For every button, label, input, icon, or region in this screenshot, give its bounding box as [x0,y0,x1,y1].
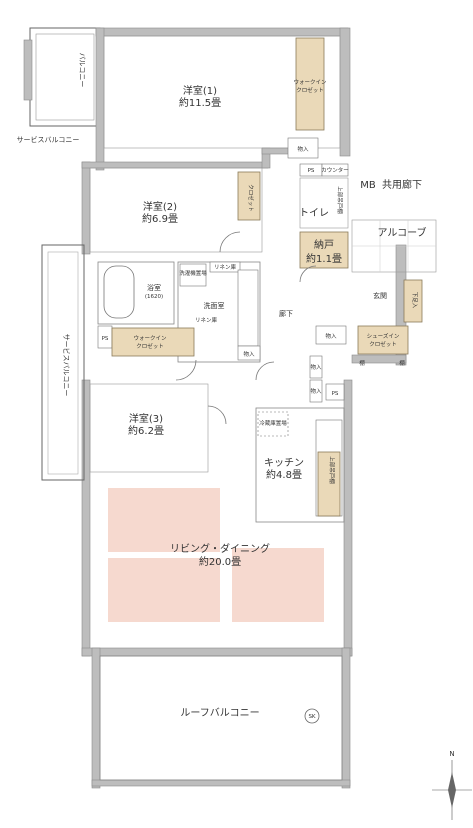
bath-size: (1620) [145,294,163,300]
toilet-label: トイレ [299,208,329,219]
service-balcony-side-label: サービスバルコニー [62,334,71,397]
sk-marker [304,708,320,724]
bedroom3-room [89,383,209,473]
washroom-label: 洗面室 [204,301,225,310]
alcove-label: アルコーブ [377,226,426,239]
balcony-outline [29,27,101,127]
mono-4-label: 物入 [310,363,322,371]
corridor-label: 廊下 [279,309,293,318]
mono-3-label: 物入 [325,332,337,340]
mono-1-box [287,137,319,159]
shoes-in-line1: シューズイン [367,332,400,340]
mono-1-label: 物入 [297,145,309,153]
shared-corridor-label: 共用廊下 [382,178,422,191]
walkin2-line1: ウォークイン [133,334,167,342]
shelf-2-label: 棚 [399,359,405,367]
walkin-closet-2 [111,327,195,357]
kitchen-shelf [317,451,341,517]
shelf-1-label: 棚 [359,359,365,367]
bedroom2-name: 洋室(2) [143,200,177,213]
bath-name: 浴室 [147,283,161,292]
alcove-tiles [352,220,436,272]
ldk-name: リビング・ダイニング [170,542,270,555]
roof-balcony-area [99,655,343,781]
kitchen-size: 約4.8畳 [266,468,302,481]
bedroom3-name: 洋室(3) [129,412,163,425]
ps-2-label: PS [102,336,109,342]
bedroom1-room [103,35,341,149]
mono-2-label: 物入 [243,350,255,358]
walkin1-line1: ウォークイン [293,78,327,86]
linen-1-label: リネン庫 [214,263,237,271]
closet-b2-label: クロゼット [247,184,255,212]
doors [175,231,317,425]
balcony-label: バルコニー [78,53,86,88]
rug-1 [108,488,220,552]
ps-3-label: PS [332,391,339,397]
shoes-in-closet [357,325,409,355]
entrance-label: 玄関 [373,291,387,300]
bath-room [97,261,175,325]
storage-room [299,231,349,269]
bedroom2-room [89,167,263,253]
washer-label: 洗濯機置場 [179,269,207,277]
walkin2-line2: クロゼット [136,342,164,350]
fridge-space [257,411,289,437]
shoe-box [403,279,423,323]
rug-2 [108,558,220,622]
outer-walls [81,27,407,789]
upper-shelf-1: 上部吊戸棚 [336,186,344,214]
walkin-closet-1 [295,37,325,131]
service-balcony-top-label: サービスバルコニー [17,135,80,144]
linen-2-label: リネン庫 [195,316,218,324]
compass-north: N [449,750,454,758]
closet-bedroom2 [237,171,261,221]
upper-shelf-2: 上部吊戸棚 [328,456,336,484]
bedroom2-size: 約6.9畳 [142,212,178,225]
shoes-in-line2: クロゼット [369,340,397,348]
washer-space [179,263,207,287]
mb-label: MB [360,180,376,191]
fridge-label: 冷蔵庫置場 [259,419,287,427]
toilet-room [299,177,349,229]
sk-label: SK [308,714,315,720]
rug-3 [232,548,324,622]
balcony-area [23,27,101,127]
shoe-box-label: 下足入 [411,292,418,309]
bedroom1-size: 約11.5畳 [179,96,221,109]
walkin1-line2: クロゼット [296,86,324,94]
counter-label: カウンター [321,166,349,174]
kitchen-room [255,407,345,523]
bathtub [103,265,135,319]
ps-1-label: PS [308,168,315,174]
service-balcony-side-outline [41,244,85,481]
ldk-size: 約20.0畳 [199,555,241,568]
kitchen-name: キッチン [264,457,304,469]
mono-5-label: 物入 [310,387,322,395]
roof-balcony-label: ルーフバルコニー [180,707,259,719]
storage-size: 約1.1畳 [306,252,342,265]
bedroom1-name: 洋室(1) [183,84,217,97]
compass-icon [432,760,472,820]
bedroom3-size: 約6.2畳 [128,424,164,437]
storage-name: 納戸 [314,238,334,251]
vanity [237,269,259,347]
